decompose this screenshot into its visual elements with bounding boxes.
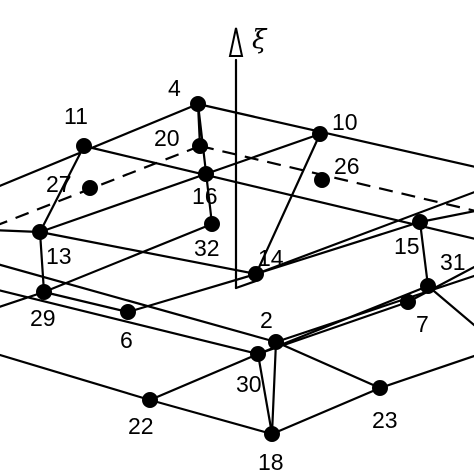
edge: [38, 132, 322, 234]
node-20: 20: [154, 125, 208, 154]
edge: [418, 220, 430, 288]
node-6: 6: [120, 304, 136, 353]
edge: [254, 191, 474, 276]
node-label: 11: [64, 103, 88, 129]
edge: [254, 132, 322, 276]
node-29: 29: [30, 284, 56, 331]
top-plane-edges: [0, 102, 474, 276]
edge: [256, 284, 430, 356]
node-label: 29: [30, 305, 56, 331]
node-label: 31: [440, 249, 466, 275]
edge: [42, 222, 214, 294]
xi-axis: ξ: [228, 25, 268, 290]
node-26: 26: [314, 153, 360, 188]
dashed-edge: [199, 144, 474, 212]
node-4: 4: [168, 75, 206, 112]
edge: [42, 290, 130, 314]
edge: [274, 274, 474, 344]
node-label: 20: [154, 125, 180, 151]
edge: [38, 144, 86, 234]
edge: [148, 398, 274, 436]
node-13: 13: [32, 224, 72, 269]
node-2: 2: [260, 307, 284, 350]
node-31: 31: [420, 249, 466, 294]
node-label: 7: [416, 311, 429, 337]
edge: [0, 353, 152, 402]
edge: [126, 272, 258, 314]
edge: [0, 229, 42, 234]
node-label: 30: [236, 371, 262, 397]
node-14: 14: [248, 245, 284, 282]
edge: [256, 352, 274, 436]
edge: [274, 340, 382, 390]
edge: [406, 265, 474, 304]
node-16: 16: [192, 166, 218, 209]
edge: [148, 352, 260, 402]
node-label: 22: [128, 413, 154, 439]
edge: [38, 230, 258, 276]
node-10: 10: [312, 109, 358, 142]
node-label: 15: [394, 233, 420, 259]
edge: [418, 210, 474, 224]
node-label: 10: [332, 109, 358, 135]
node-label: 2: [260, 307, 273, 333]
edge: [270, 340, 278, 436]
node-27: 27: [46, 171, 98, 197]
node-label: 6: [120, 327, 133, 353]
node-label: 14: [258, 245, 284, 271]
edge: [38, 230, 46, 294]
edge: [196, 102, 214, 226]
node-label: 32: [194, 235, 220, 261]
edge: [196, 102, 474, 168]
node-23: 23: [372, 380, 398, 433]
axis-label: ξ: [252, 25, 268, 55]
node-22: 22: [128, 392, 158, 439]
bottom-plane-edges: [0, 210, 474, 436]
edge: [0, 102, 200, 188]
edge: [270, 386, 382, 436]
node-label: 18: [258, 449, 284, 474]
node-label: 13: [46, 243, 72, 269]
node-label: 23: [372, 407, 398, 433]
node-label: 27: [46, 171, 72, 197]
axis-foot: [234, 279, 258, 290]
node-label: 26: [334, 153, 360, 179]
node-7: 7: [400, 294, 429, 337]
edge: [0, 289, 260, 356]
node-32: 32: [194, 216, 220, 261]
axis-arrowhead-icon: [228, 27, 244, 57]
edge: [0, 290, 46, 308]
node-11: 11: [64, 103, 92, 154]
node-15: 15: [394, 214, 428, 259]
node-18: 18: [258, 426, 284, 474]
edge: [0, 263, 278, 344]
node-label: 4: [168, 75, 181, 101]
edge: [254, 220, 422, 276]
dashed-edge: [0, 144, 201, 226]
node-label: 16: [192, 183, 218, 209]
edge: [426, 284, 474, 327]
node-30: 30: [236, 346, 266, 397]
edge: [378, 354, 474, 390]
